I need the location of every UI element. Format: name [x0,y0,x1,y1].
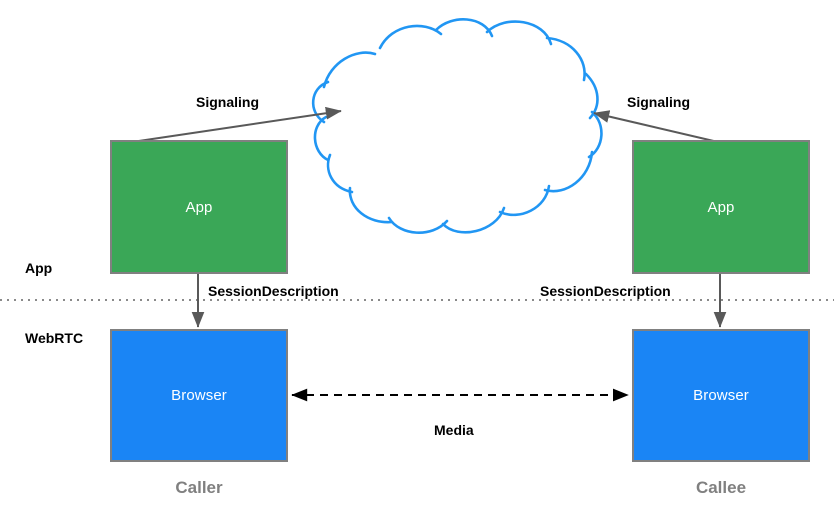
node-app-caller-label: App [185,198,213,216]
node-browser-callee-label: Browser [693,387,749,404]
node-browser-caller[interactable]: Browser [110,329,288,462]
session-description-left-label: SessionDescription [208,283,339,299]
media-label: Media [434,422,474,438]
signaling-right-arrow [593,110,719,143]
tier-label-app: App [25,260,53,276]
session-description-right-label: SessionDescription [540,283,671,299]
signaling-left-label: Signaling [196,94,259,110]
tier-label-webrtc: WebRTC [25,330,84,346]
signaling-cloud-icon [311,18,603,234]
endpoint-label-callee: Callee [695,478,747,497]
node-browser-caller-label: Browser [171,387,227,404]
node-app-callee[interactable]: App [632,140,810,274]
signaling-right-label: Signaling [627,94,690,110]
node-app-callee-label: App [707,198,735,216]
endpoint-label-caller: Caller [175,478,223,497]
signaling-left-arrow [131,106,342,143]
node-app-caller[interactable]: App [110,140,288,274]
node-browser-callee[interactable]: Browser [632,329,810,462]
